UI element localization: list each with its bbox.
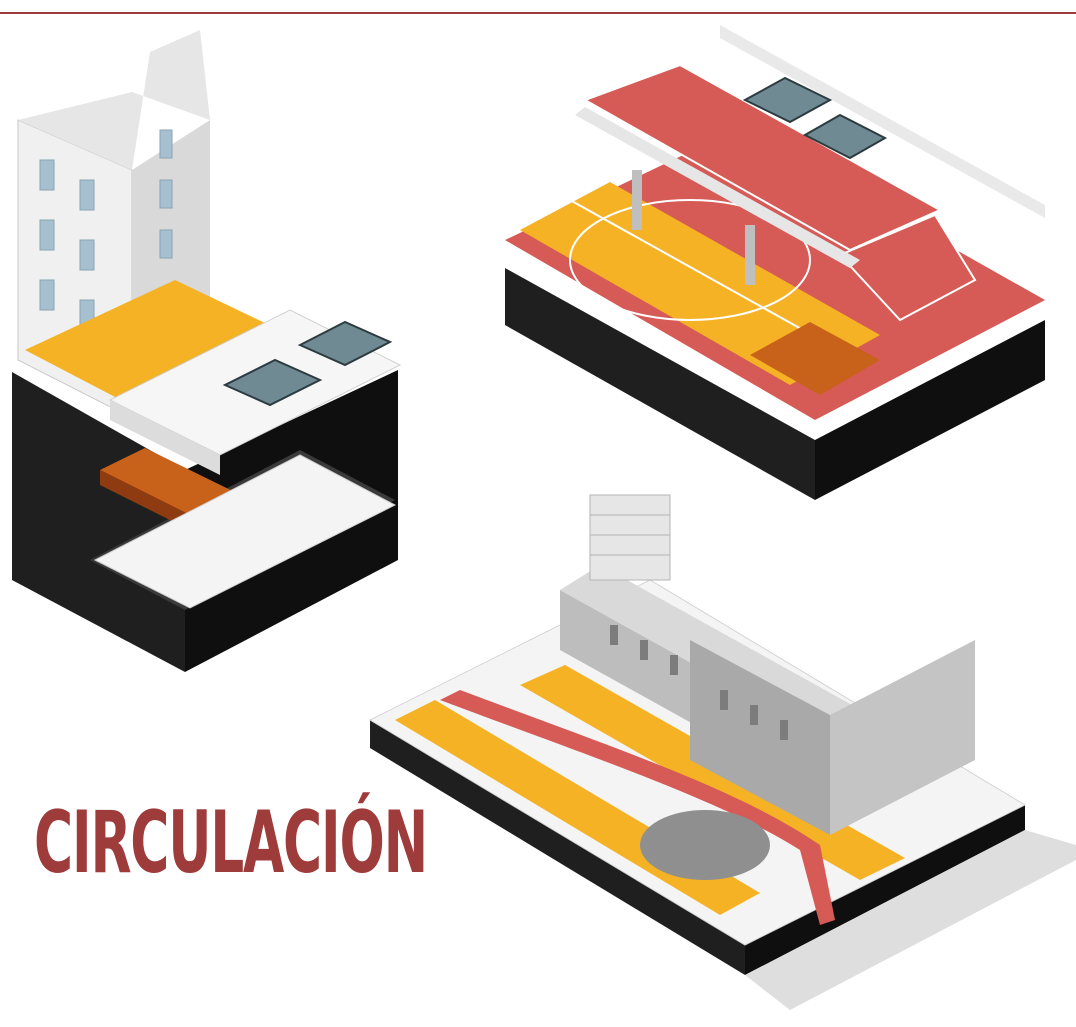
urban-block-axonometric: [368, 494, 1076, 1010]
top-rule: [0, 12, 1076, 14]
court-and-ramp-axonometric: [505, 25, 1045, 500]
title-circulacion: CIRCULACIÓN: [34, 793, 428, 893]
building-section-axonometric: [12, 30, 402, 672]
